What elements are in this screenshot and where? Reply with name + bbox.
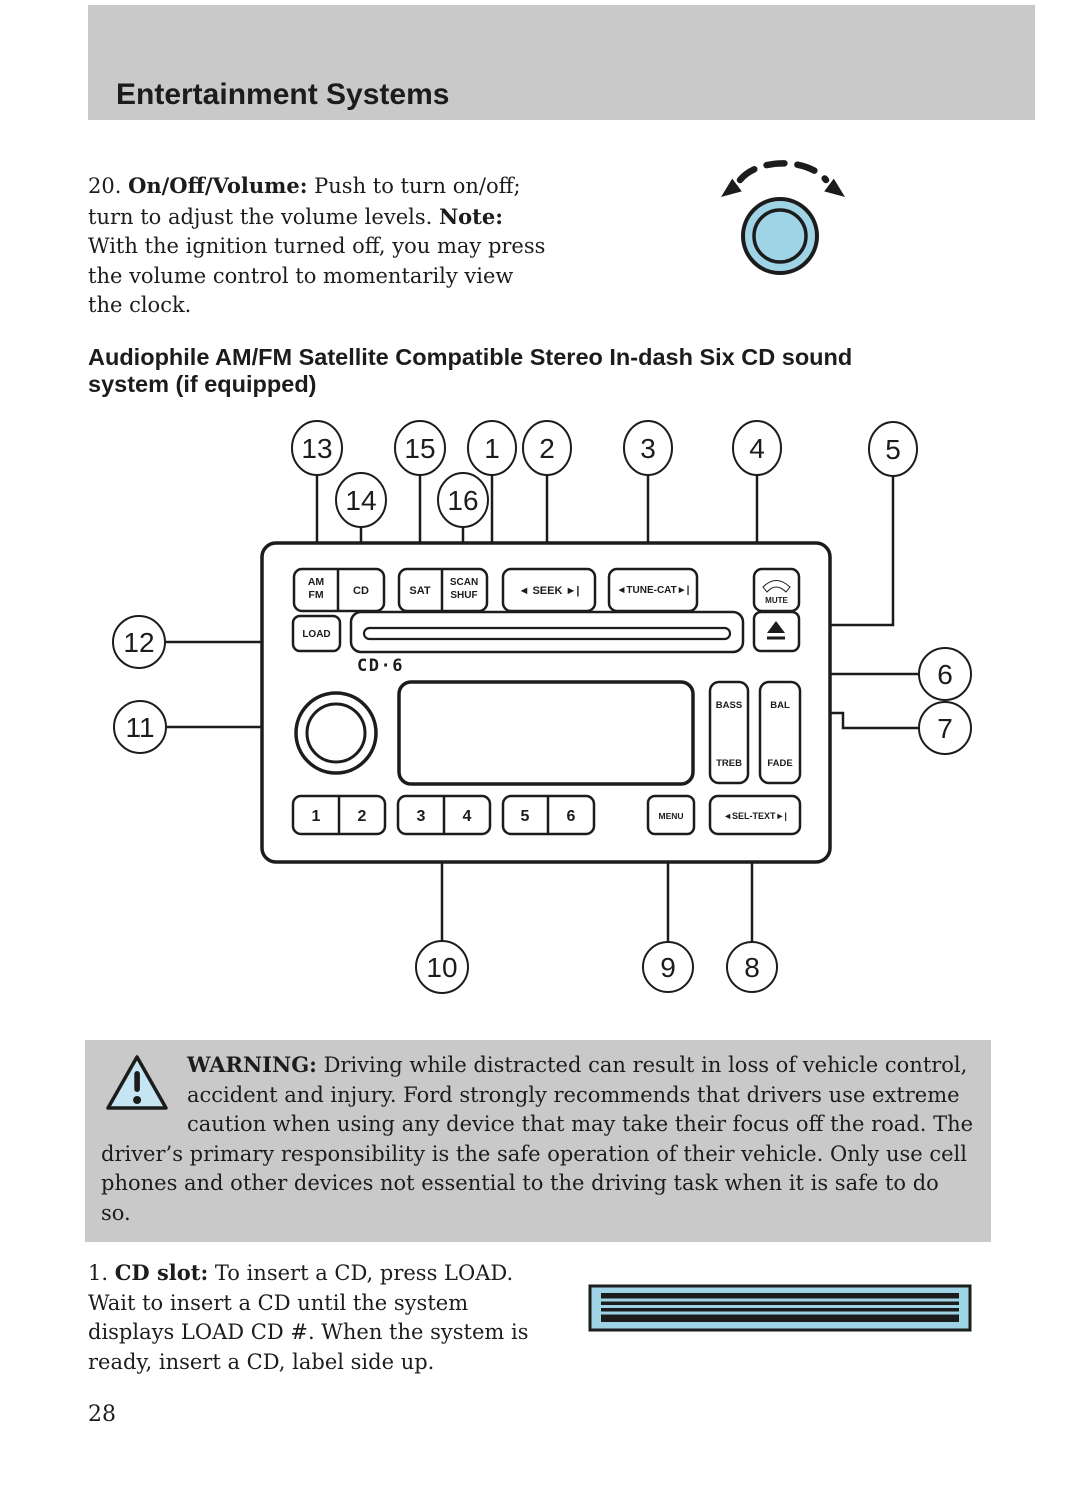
seek-button: ◄ SEEK ►| bbox=[501, 567, 597, 613]
bal-label: BAL bbox=[770, 700, 790, 711]
page-number: 28 bbox=[88, 1402, 116, 1427]
svg-text:FM: FM bbox=[308, 589, 323, 601]
callout-2: 2 bbox=[539, 433, 555, 464]
mute-button-label: MUTE bbox=[765, 596, 788, 605]
radio-display bbox=[397, 680, 695, 786]
cd-slot-illustration-wrap bbox=[550, 1258, 990, 1346]
callout-11: 11 bbox=[125, 712, 154, 743]
cd-item-body: To insert a CD, press LOAD. Wait to inse… bbox=[88, 1261, 529, 1374]
callout-balloons bbox=[112, 420, 972, 994]
arrow-right-icon bbox=[824, 178, 845, 197]
cd-item-term: CD slot: bbox=[114, 1260, 209, 1285]
callout-7: 7 bbox=[937, 713, 953, 744]
preset-2-label: 2 bbox=[358, 808, 367, 825]
page-title: Entertainment Systems bbox=[116, 78, 450, 111]
sel-text-button: ◄SEL-TEXT►| bbox=[708, 794, 802, 836]
menu-button: MENU bbox=[646, 794, 696, 836]
callout-12: 12 bbox=[123, 627, 154, 658]
item-term: On/Off/Volume: bbox=[128, 173, 308, 198]
cd-item-number: 1. bbox=[88, 1261, 115, 1285]
callout-13: 13 bbox=[301, 433, 332, 464]
warning-label: WARNING: bbox=[187, 1052, 317, 1077]
eject-button bbox=[752, 610, 801, 653]
warning-box: WARNING: Driving while distracted can re… bbox=[85, 1040, 991, 1242]
callout-4: 4 bbox=[749, 433, 765, 464]
warning-text: WARNING: Driving while distracted can re… bbox=[101, 1050, 975, 1228]
preset-6-label: 6 bbox=[567, 808, 576, 825]
volume-knob bbox=[294, 691, 378, 775]
knob-inner bbox=[752, 208, 808, 264]
stereo-diagram: AM FM CD SAT SCAN SHUF ◄ SEEK ►| ◄TUNE-C… bbox=[112, 420, 972, 994]
callout-9: 9 bbox=[660, 952, 676, 983]
fade-label: FADE bbox=[767, 758, 792, 769]
load-button: LOAD bbox=[291, 614, 342, 653]
preset-5-label: 5 bbox=[521, 808, 530, 825]
cd-slot-paragraph: 1. CD slot: To insert a CD, press LOAD. … bbox=[88, 1258, 990, 1377]
callout-6: 6 bbox=[937, 659, 953, 690]
preset-4-label: 4 bbox=[463, 808, 472, 825]
note-body: With the ignition turned off, you may pr… bbox=[88, 234, 546, 317]
callout-15: 15 bbox=[404, 433, 435, 464]
sat-scan-buttons: SAT SCAN SHUF bbox=[397, 567, 489, 613]
tune-cat-button: ◄TUNE-CAT►| bbox=[607, 567, 699, 613]
section-heading: Audiophile AM/FM Satellite Compatible St… bbox=[88, 344, 853, 397]
treb-label: TREB bbox=[716, 758, 742, 769]
preset-buttons: 1 2 3 4 5 6 bbox=[291, 794, 596, 836]
item-number: 20. bbox=[88, 174, 129, 198]
cd-slot-opening bbox=[362, 626, 732, 641]
bass-treb-button: BASS TREB bbox=[708, 680, 750, 785]
note-label: Note: bbox=[438, 203, 503, 229]
cd-slot-illustration bbox=[588, 1284, 972, 1332]
menu-button-label: MENU bbox=[658, 811, 683, 821]
cd-button-label: CD bbox=[353, 585, 369, 597]
bal-fade-button: BAL FADE bbox=[758, 680, 802, 785]
bass-label: BASS bbox=[716, 700, 742, 711]
rotate-arc bbox=[736, 160, 830, 184]
phone-handset-icon bbox=[762, 580, 791, 593]
callout-8: 8 bbox=[744, 952, 760, 983]
load-button-label: LOAD bbox=[302, 629, 330, 640]
callout-3: 3 bbox=[640, 433, 656, 464]
cd-slot bbox=[349, 610, 745, 654]
volume-knob-illustration bbox=[721, 160, 845, 275]
mute-button: MUTE bbox=[752, 567, 801, 613]
svg-text:SHUF: SHUF bbox=[450, 590, 477, 601]
callout-numbers: 13 14 15 16 1 2 3 4 5 12 11 6 7 10 9 8 bbox=[123, 433, 952, 983]
volume-paragraph: 20. On/Off/Volume: Push to turn on/off; … bbox=[88, 171, 550, 321]
am-fm-cd-buttons: AM FM CD bbox=[292, 567, 386, 613]
preset-3-label: 3 bbox=[417, 808, 426, 825]
warning-triangle-icon bbox=[106, 1055, 168, 1110]
warning-body: Driving while distracted can result in l… bbox=[101, 1053, 974, 1225]
arrow-left-icon bbox=[721, 178, 742, 197]
callout-10: 10 bbox=[426, 952, 457, 983]
item-body: Push to turn on/off; turn to adjust the … bbox=[88, 174, 521, 229]
sel-text-button-label: ◄SEL-TEXT►| bbox=[723, 811, 787, 821]
section-header-band: Entertainment Systems bbox=[88, 5, 1035, 120]
tune-cat-button-label: ◄TUNE-CAT►| bbox=[617, 585, 690, 596]
callout-14: 14 bbox=[345, 485, 376, 516]
eject-icon bbox=[767, 621, 785, 633]
seek-button-label: ◄ SEEK ►| bbox=[519, 585, 580, 597]
callout-1: 1 bbox=[484, 433, 500, 464]
preset-1-label: 1 bbox=[312, 808, 321, 825]
am-fm-button-label: AM bbox=[308, 576, 325, 588]
callout-5: 5 bbox=[885, 434, 901, 465]
sat-button-label: SAT bbox=[409, 585, 430, 597]
scan-shuf-button-label: SCAN bbox=[450, 577, 478, 588]
cd6-logo: CD·6 bbox=[357, 656, 404, 676]
callout-16: 16 bbox=[447, 485, 478, 516]
